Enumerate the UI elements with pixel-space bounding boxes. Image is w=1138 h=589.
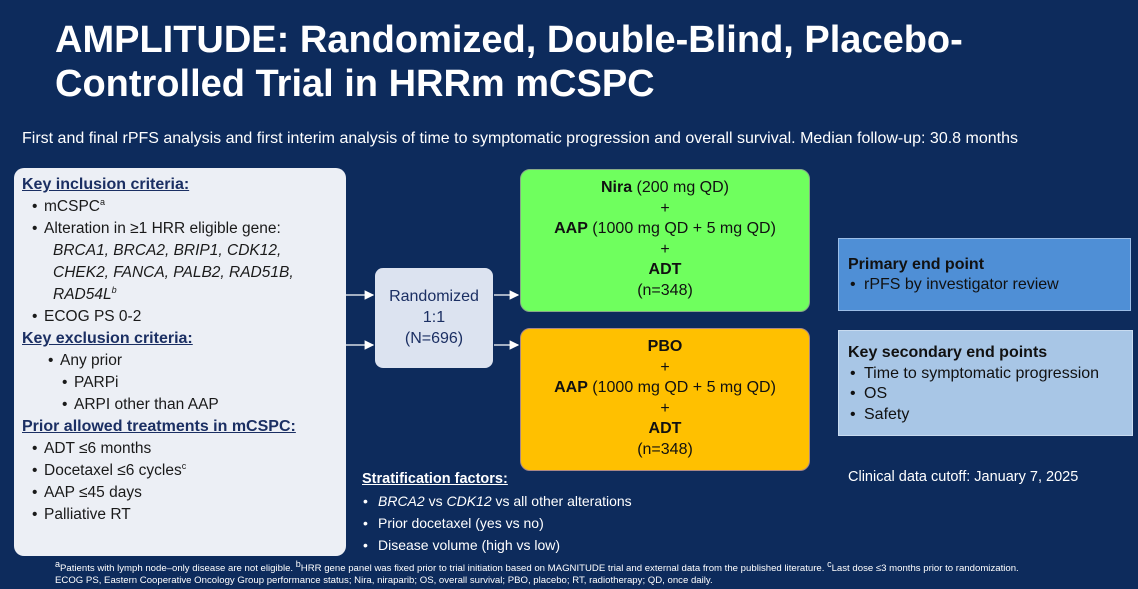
arm2-plus: +	[660, 358, 670, 376]
criteria-panel: Key inclusion criteria: mCSPCa Alteratio…	[14, 168, 346, 556]
gene-list-line: BRCA1, BRCA2, BRIP1, CDK12,	[53, 242, 282, 259]
arm2-drug-aap: AAP	[554, 379, 588, 396]
primary-endpoint-item: rPFS by investigator review	[848, 275, 1122, 295]
primary-endpoint-title: Primary end point	[848, 256, 985, 273]
arm1-drug-aap: AAP	[554, 220, 588, 237]
secondary-endpoints-box: Key secondary end points Time to symptom…	[838, 330, 1133, 436]
arm1-drug-adt: ADT	[648, 261, 682, 278]
stratification-item: Disease volume (high vs low)	[362, 534, 702, 556]
stratification-item: Prior docetaxel (yes vs no)	[362, 512, 702, 534]
primary-endpoint-box: Primary end point rPFS by investigator r…	[838, 238, 1131, 311]
arm2-plus: +	[660, 399, 670, 417]
gene-list-line: RAD54Lb	[53, 284, 117, 303]
stratification-factors: Stratification factors: BRCA2 vs CDK12 v…	[362, 468, 702, 556]
data-cutoff-note: Clinical data cutoff: January 7, 2025	[848, 469, 1079, 485]
slide-subtitle: First and final rPFS analysis and first …	[22, 130, 1018, 147]
exclusion-subitem: ARPI other than AAP	[22, 394, 338, 416]
prior-treatment-item: Palliative RT	[22, 504, 338, 526]
secondary-endpoint-item: Time to symptomatic progression	[848, 364, 1124, 385]
arm2-drug-pbo: PBO	[647, 338, 683, 355]
treatment-arm-nira: Nira (200 mg QD) + AAP (1000 mg QD + 5 m…	[520, 169, 810, 312]
inclusion-item: ECOG PS 0-2	[22, 306, 338, 328]
exclusion-item: Any prior	[22, 350, 338, 372]
arm2-n: (n=348)	[637, 440, 693, 458]
inclusion-heading: Key inclusion criteria:	[22, 176, 190, 193]
treatment-arm-placebo: PBO + AAP (1000 mg QD + 5 mg QD) + ADT (…	[520, 328, 810, 471]
arm1-plus: +	[660, 240, 670, 258]
arm1-n: (n=348)	[637, 281, 693, 299]
secondary-endpoint-item: OS	[848, 384, 1124, 405]
exclusion-heading: Key exclusion criteria:	[22, 330, 193, 347]
arm1-drug-nira: Nira	[600, 179, 633, 196]
stratification-heading: Stratification factors:	[362, 471, 508, 487]
footnote: aPatients with lymph node–only disease a…	[55, 558, 1130, 587]
slide-title: AMPLITUDE: Randomized, Double-Blind, Pla…	[55, 19, 963, 105]
prior-treatment-item: AAP ≤45 days	[22, 482, 338, 504]
stratification-item: BRCA2 vs CDK12 vs all other alterations	[362, 490, 702, 512]
inclusion-item: Alteration in ≥1 HRR eligible gene:	[22, 218, 338, 240]
randomization-n: (N=696)	[404, 330, 464, 347]
inclusion-item: mCSPCa	[22, 196, 338, 218]
randomization-label: Randomized	[389, 288, 479, 305]
secondary-endpoint-item: Safety	[848, 405, 1124, 426]
footnote-line-1: aPatients with lymph node–only disease a…	[55, 558, 1019, 574]
arm2-drug-adt: ADT	[648, 420, 682, 437]
arm1-plus: +	[660, 199, 670, 217]
randomization-box: Randomized 1:1 (N=696)	[375, 268, 493, 368]
prior-treatments-heading: Prior allowed treatments in mCSPC:	[22, 418, 296, 435]
randomization-ratio: 1:1	[422, 309, 446, 326]
prior-treatment-item: ADT ≤6 months	[22, 438, 338, 460]
exclusion-subitem: PARPi	[22, 372, 338, 394]
gene-list-line: CHEK2, FANCA, PALB2, RAD51B,	[53, 264, 294, 281]
footnote-line-2: ECOG PS, Eastern Cooperative Oncology Gr…	[55, 575, 713, 586]
prior-treatment-item: Docetaxel ≤6 cyclesc	[22, 460, 338, 482]
secondary-endpoints-title: Key secondary end points	[848, 344, 1048, 361]
